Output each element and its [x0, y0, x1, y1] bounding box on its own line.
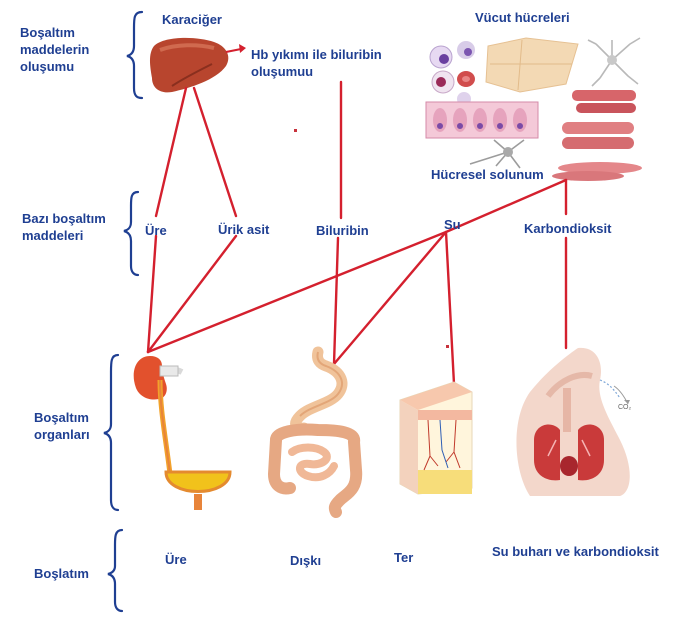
substance-uric-acid: Ürik asit — [218, 221, 269, 238]
output-vapor-co2: Su buharı ve karbondioksit — [492, 543, 659, 560]
hb-process-label: Hb yıkımı ile biluribin oluşumuu — [251, 46, 391, 80]
output-sweat: Ter — [394, 549, 413, 566]
row-label-organs: Boşaltım organları — [34, 409, 110, 443]
row-label-output: Boşlatım — [34, 565, 89, 582]
digestive-system-image — [274, 352, 356, 512]
liver-image — [150, 38, 228, 92]
substance-urea: Üre — [145, 222, 167, 239]
kidney-image — [134, 356, 230, 510]
row-label-substances: Bazı boşaltım maddeleri — [22, 210, 130, 244]
substance-water: Su — [444, 216, 461, 233]
body-cells-label: Vücut hücreleri — [475, 9, 570, 26]
stray-dot — [446, 345, 449, 348]
stray-dot — [294, 129, 297, 132]
substance-co2: Karbondioksit — [524, 220, 611, 237]
cell-respiration-label: Hücresel solunum — [431, 166, 544, 183]
row-label-formation: Boşaltım maddelerin oluşumu — [20, 24, 130, 75]
brace-output — [108, 530, 122, 611]
skin-image — [400, 382, 472, 494]
respiratory-system-image — [516, 348, 630, 496]
output-feces: Dışkı — [290, 552, 321, 569]
output-urea: Üre — [165, 551, 187, 568]
substance-bilirubin: Biluribin — [316, 222, 369, 239]
liver-label: Karaciğer — [162, 11, 222, 28]
body-cells-image — [426, 38, 642, 181]
co2-small-label: CO₂ — [618, 404, 631, 412]
